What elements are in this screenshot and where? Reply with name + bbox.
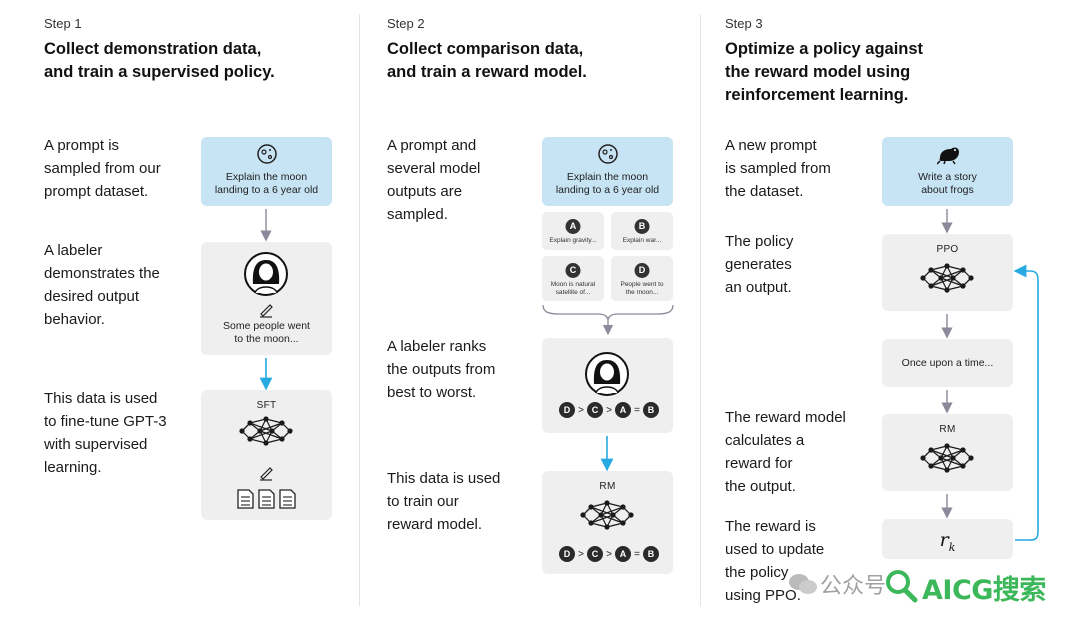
step3-title: Optimize a policy against the reward mod…: [725, 40, 924, 104]
rank-operator: >: [606, 404, 612, 416]
output-text: Explain war...: [622, 237, 662, 244]
neural-network-icon: [919, 442, 975, 474]
step3-prompt-text: Write a story about frogs: [918, 171, 977, 196]
output-letter: A: [565, 219, 581, 234]
step1-demo-box: Some people went to the moon...: [201, 242, 332, 355]
output-card-d: D People went to the moon...: [611, 256, 673, 301]
step3-desc-policy: The policy generates an output.: [725, 233, 794, 296]
step3-desc-prompt: A new prompt is sampled from the dataset…: [725, 137, 831, 200]
step2-desc-train: This data is used to train our reward mo…: [387, 470, 501, 533]
sft-label: SFT: [256, 400, 277, 411]
watermark: 公众号 AICG搜索: [780, 562, 1080, 606]
output-text: People went to the moon...: [620, 281, 664, 296]
labeler-avatar-icon: [244, 252, 288, 296]
step1-label: Step 1: [44, 16, 82, 31]
rank-operator: =: [634, 548, 640, 560]
rm-label: RM: [599, 481, 616, 492]
rank-item: C: [587, 546, 603, 562]
step1-demo-text: Some people went to the moon...: [223, 320, 310, 345]
step3-desc-reward: The reward model calculates a reward for…: [725, 409, 846, 495]
rank-operator: >: [578, 548, 584, 560]
output-letter: B: [634, 219, 650, 234]
step3-reward-box: rk: [882, 519, 1013, 559]
rank-item: D: [559, 402, 575, 418]
step3-output-text: Once upon a time...: [901, 357, 994, 369]
step1-desc-labeler: A labeler demonstrates the desired outpu…: [44, 242, 160, 328]
reward-symbol: r: [939, 529, 949, 551]
step3-desc-update: The reward is used to update the policy …: [725, 518, 825, 604]
documents-icon: [237, 489, 296, 509]
watermark-brand: AICG搜索: [922, 575, 1046, 606]
watermark-cn-text: 公众号: [820, 574, 887, 599]
output-text: Moon is natural satellite of...: [550, 281, 596, 296]
step1-prompt-box: Explain the moon landing to a 6 year old: [201, 137, 332, 206]
step1-desc-prompt: A prompt is sampled from our prompt data…: [44, 137, 161, 200]
frog-icon: [937, 146, 960, 165]
neural-network-icon: [919, 262, 975, 294]
moon-icon: [257, 144, 277, 164]
rank-item: B: [643, 546, 659, 562]
output-card-c: C Moon is natural satellite of...: [542, 256, 604, 301]
step2-prompt-text: Explain the moon landing to a 6 year old: [555, 171, 660, 196]
step1-sft-box: SFT: [201, 390, 332, 520]
step2-title: Collect comparison data, and train a rew…: [387, 40, 587, 81]
step2-rank-box: D>C>A=B: [542, 338, 673, 433]
rank-operator: >: [578, 404, 584, 416]
rank-item: C: [587, 402, 603, 418]
output-card-b: B Explain war...: [611, 212, 673, 250]
pencil-icon: [259, 304, 273, 318]
rank-item: A: [615, 546, 631, 562]
step3-output-box: Once upon a time...: [882, 339, 1013, 387]
output-text: Explain gravity...: [549, 237, 597, 244]
column-divider-1: [359, 14, 360, 606]
step3-policy-box: PPO: [882, 234, 1013, 311]
column-divider-2: [700, 14, 701, 606]
pencil-icon: [259, 467, 273, 481]
output-card-a: A Explain gravity...: [542, 212, 604, 250]
outputs-brace: [542, 304, 674, 336]
reward-subscript: k: [948, 540, 956, 554]
step2-rm-box: RM D>C>A=B: [542, 471, 673, 574]
step3-label: Step 3: [725, 16, 763, 31]
output-letter: C: [565, 263, 581, 278]
wechat-icon: [789, 574, 817, 594]
step2-desc-sampled: A prompt and several model outputs are s…: [387, 137, 481, 223]
step2-desc-ranks: A labeler ranks the outputs from best to…: [387, 338, 496, 401]
step2-label: Step 2: [387, 16, 425, 31]
step1-title: Collect demonstration data, and train a …: [44, 40, 275, 81]
labeler-avatar-icon: [585, 352, 629, 396]
ranking-row: D>C>A=B: [559, 546, 659, 562]
rm-label: RM: [939, 424, 956, 435]
rank-operator: =: [634, 404, 640, 416]
ranking-row: D>C>A=B: [559, 402, 659, 418]
ppo-label: PPO: [936, 244, 959, 255]
moon-icon: [598, 144, 618, 164]
neural-network-icon: [238, 415, 294, 447]
step1-prompt-text: Explain the moon landing to a 6 year old: [214, 171, 319, 196]
rank-item: B: [643, 402, 659, 418]
search-icon: [886, 570, 918, 603]
step1-desc-finetune: This data is used to fine-tune GPT-3 wit…: [44, 390, 167, 476]
rank-item: D: [559, 546, 575, 562]
neural-network-icon: [579, 499, 635, 531]
step3-rm-box: RM: [882, 414, 1013, 491]
rank-item: A: [615, 402, 631, 418]
step2-prompt-box: Explain the moon landing to a 6 year old: [542, 137, 673, 206]
output-letter: D: [634, 263, 650, 278]
rank-operator: >: [606, 548, 612, 560]
step3-prompt-box: Write a story about frogs: [882, 137, 1013, 206]
reward-value: rk: [882, 529, 1013, 554]
